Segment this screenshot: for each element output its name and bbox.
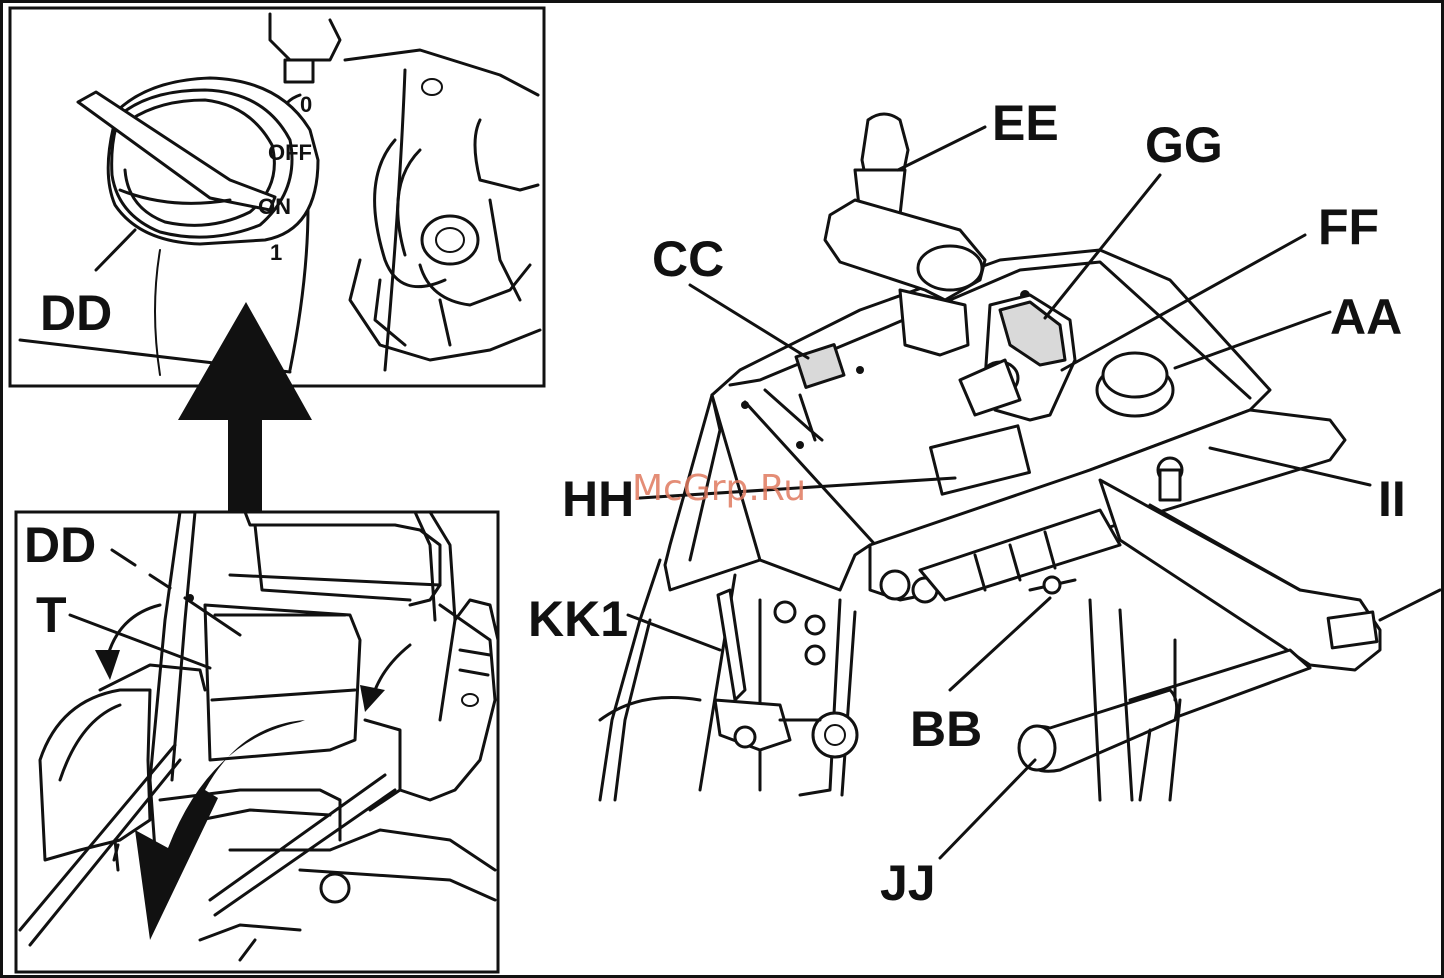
- switch-position-one: 1: [270, 240, 282, 265]
- label-ff: FF: [1318, 199, 1379, 255]
- switch-position-off: OFF: [268, 140, 312, 165]
- aa-primer-knob: [1097, 353, 1173, 416]
- switch-position-zero: 0: [300, 92, 312, 117]
- bottom-inset-engine: DD T: [16, 512, 498, 972]
- label-ee: EE: [992, 95, 1059, 151]
- label-hh: HH: [562, 471, 634, 527]
- kk1-lever: [718, 590, 745, 700]
- label-cc: CC: [652, 231, 724, 287]
- label-ii: II: [1378, 471, 1406, 527]
- label-jj: JJ: [880, 855, 936, 911]
- label-gg: GG: [1145, 117, 1223, 173]
- label-dd-bottom: DD: [24, 517, 96, 573]
- watermark: McGrp.Ru: [632, 468, 806, 509]
- label-aa: AA: [1330, 289, 1402, 345]
- switch-position-on: ON: [258, 194, 291, 219]
- label-kk1: KK1: [528, 591, 628, 647]
- label-t: T: [36, 587, 67, 643]
- top-inset-switch: 0 OFF ON 1 DD: [10, 8, 544, 386]
- control-panel-view: [600, 114, 1440, 800]
- label-bb: BB: [910, 701, 982, 757]
- label-dd-top: DD: [40, 285, 112, 341]
